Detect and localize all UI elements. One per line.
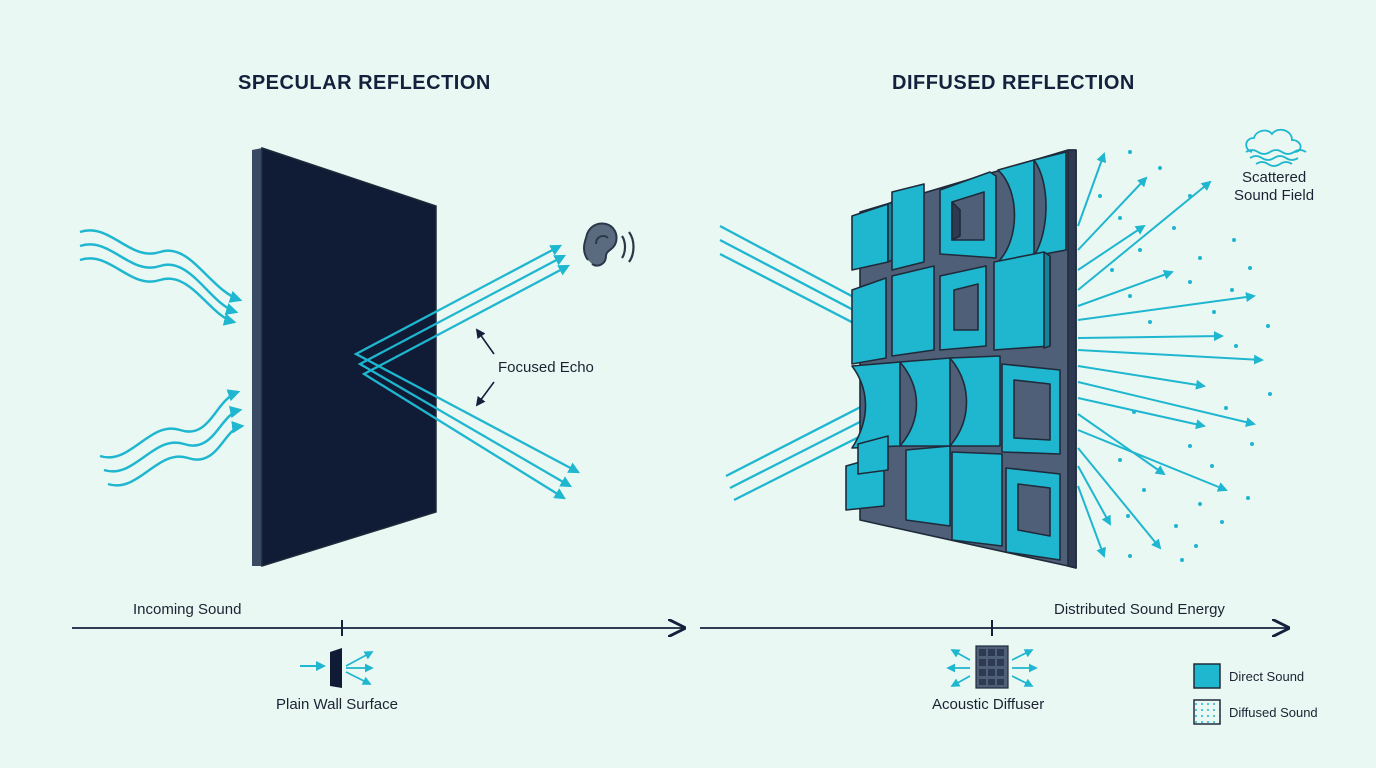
distributed-energy-label: Distributed Sound Energy — [1054, 601, 1225, 618]
incoming-waves-upper — [79, 229, 243, 326]
diffused-title: DIFFUSED REFLECTION — [892, 72, 1135, 94]
acoustic-diffuser — [845, 149, 1077, 569]
plain-wall-label: Plain Wall Surface — [276, 696, 398, 713]
legend-label-direct: Direct Sound — [1229, 669, 1305, 684]
legend-swatch-diffused — [1193, 699, 1221, 725]
cloud-waves-icon — [1245, 128, 1307, 167]
specular-panel — [79, 146, 635, 568]
ear-icon — [583, 222, 635, 267]
legend-swatch-direct — [1193, 663, 1221, 689]
focused-echo-label: Focused Echo — [498, 359, 594, 376]
bottom-axes — [72, 620, 1288, 725]
plain-wall — [252, 146, 437, 568]
legend-label-diffused: Diffused Sound — [1229, 705, 1318, 720]
incoming-sound-label: Incoming Sound — [133, 601, 242, 618]
diffused-panel — [719, 128, 1307, 569]
acoustic-diffuser-label: Acoustic Diffuser — [932, 696, 1045, 713]
scattered-rays — [1077, 152, 1264, 558]
incoming-waves-lower — [99, 389, 245, 487]
specular-title: SPECULAR REFLECTION — [238, 72, 491, 94]
scattered-label-line1: Scattered — [1242, 169, 1307, 186]
focused-echo-pointers — [475, 328, 495, 407]
diffuser-mini-icon — [946, 645, 1038, 689]
scattered-dots — [1098, 150, 1272, 562]
specular-rays — [353, 244, 581, 500]
wall-mini-icon — [300, 648, 374, 688]
scattered-label-line2: Sound Field — [1234, 187, 1315, 204]
